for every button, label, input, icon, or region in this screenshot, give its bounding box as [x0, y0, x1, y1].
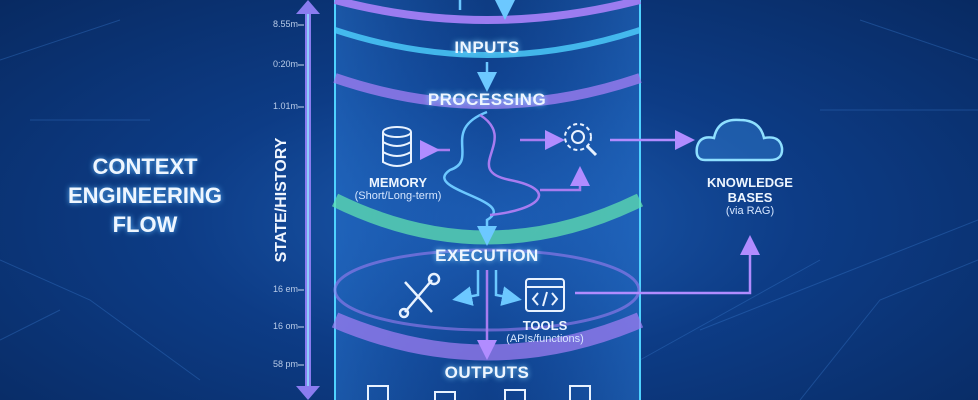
wrench-screwdriver-icon	[398, 272, 441, 319]
stage-execution: EXECUTION	[435, 246, 539, 265]
memory-label: MEMORY (Short/Long-term)	[355, 175, 442, 202]
stage-outputs: OUTPUTS	[444, 363, 530, 382]
knowledge-title: KNOWLEDGE	[707, 175, 793, 190]
state-history-label: STATE/HISTORY	[273, 137, 290, 263]
title-line: CONTEXT	[92, 154, 198, 179]
stage-processing: PROCESSING	[427, 90, 547, 109]
title-line: ENGINEERING	[67, 183, 223, 208]
timeline-tick: 16 om	[272, 321, 298, 331]
database-icon	[382, 126, 412, 167]
timeline-tick: 58 pm	[272, 359, 298, 369]
stage-inputs: INPUTS	[454, 38, 520, 57]
timeline-tick: 8.55m	[272, 19, 298, 29]
flow-arrows	[420, 0, 760, 360]
tools-title: TOOLS	[522, 318, 568, 333]
knowledge-bases-label: KNOWLEDGE BASES (via RAG)	[707, 175, 793, 217]
code-window-icon	[525, 278, 565, 312]
title-line: FLOW	[112, 212, 178, 237]
cloud-icon	[695, 118, 784, 162]
memory-subtitle: (Short/Long-term)	[354, 190, 442, 202]
tools-subtitle: (APIs/functions)	[506, 333, 584, 345]
timeline-tick: 16 em	[272, 284, 298, 294]
diagram-title: CONTEXT ENGINEERING FLOW	[60, 152, 230, 239]
state-history-arrow	[296, 0, 320, 400]
gear-search-icon	[564, 123, 598, 157]
circuit-lines	[0, 19, 978, 400]
knowledge-subtitle: (via RAG)	[725, 205, 775, 217]
tools-label: TOOLS (APIs/functions)	[506, 318, 584, 345]
memory-title: MEMORY	[368, 175, 428, 190]
timeline-tick: 0:20m	[272, 59, 298, 69]
knowledge-title-line2: BASES	[727, 190, 773, 205]
output-document-icons	[367, 385, 591, 400]
timeline-tick: 1.01m	[272, 101, 298, 111]
